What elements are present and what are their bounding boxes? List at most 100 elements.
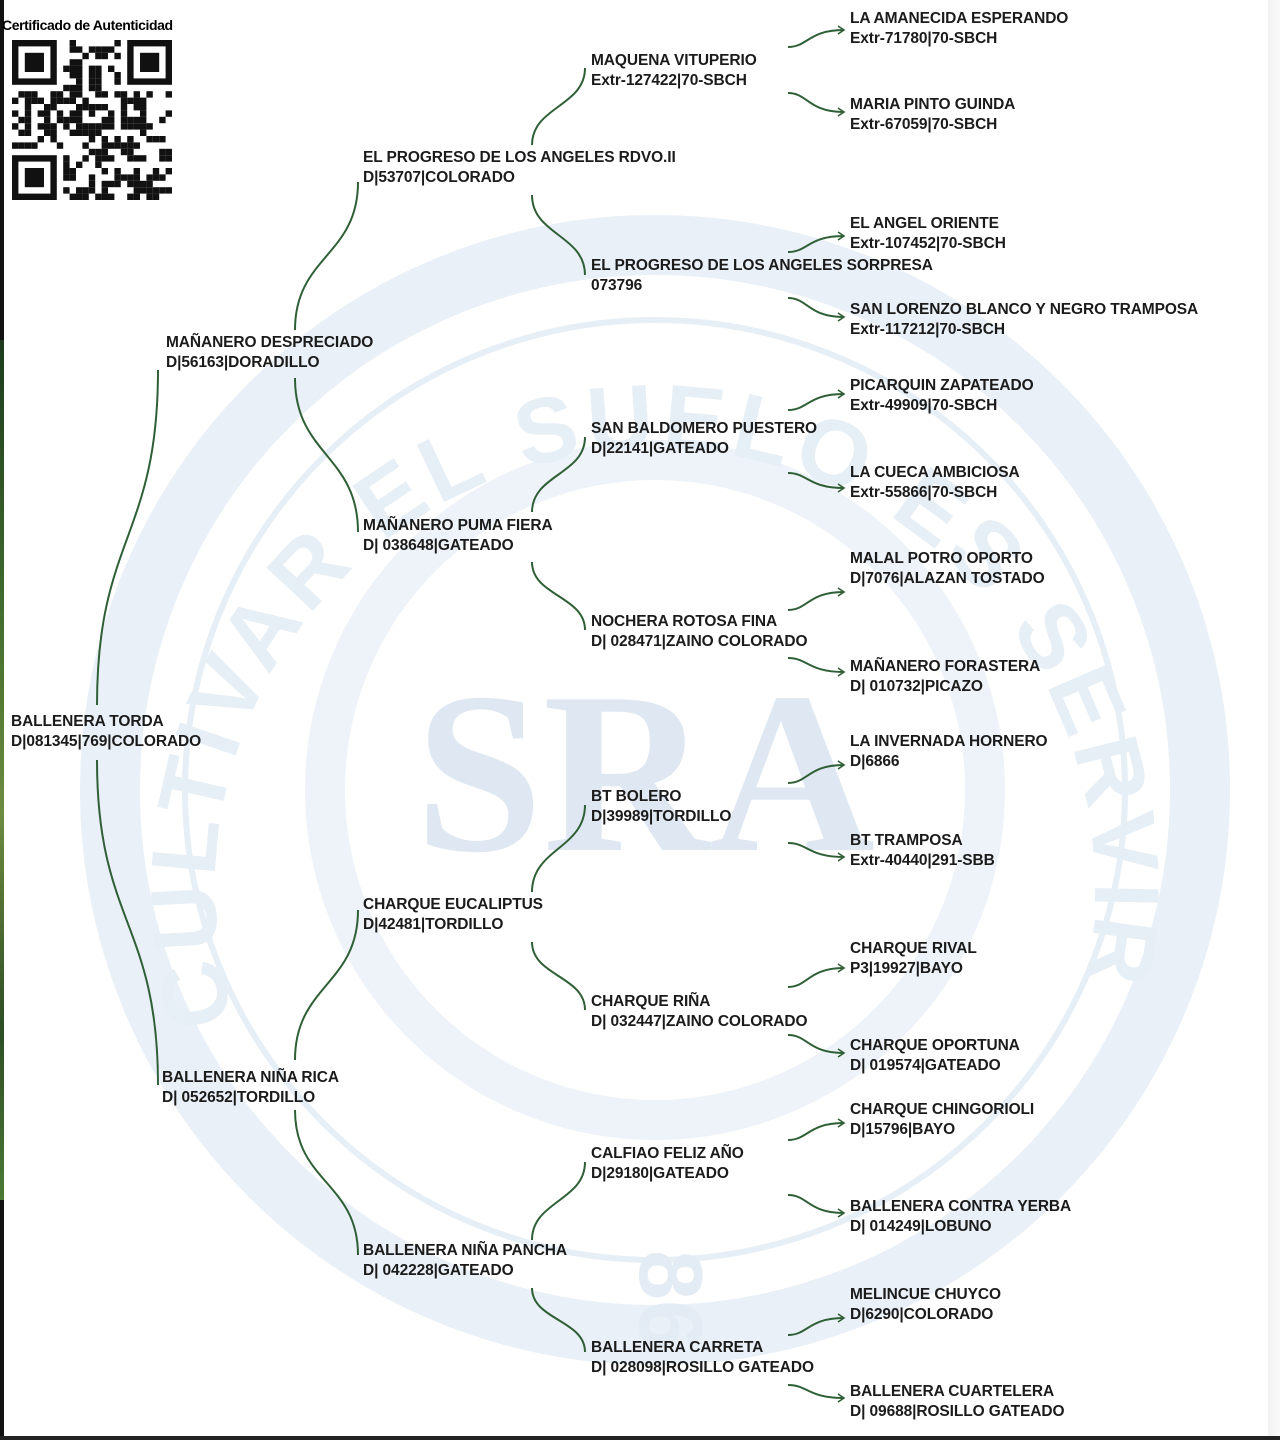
connector-gen4-gen5-arrow bbox=[837, 1313, 846, 1323]
horse-registration: D|7076|ALAZAN TOSTADO bbox=[850, 570, 1045, 587]
pedigree-node-gen5: MAÑANERO FORASTERA D| 010732|PICAZO bbox=[850, 657, 1040, 697]
horse-name: SAN BALDOMERO PUESTERO bbox=[591, 420, 818, 437]
horse-name: CHARQUE RIÑA bbox=[591, 993, 711, 1010]
connector-gen4-gen5-arrow bbox=[837, 25, 846, 35]
horse-registration: D|22141|GATEADO bbox=[591, 440, 729, 457]
connector-gen4-gen5 bbox=[787, 842, 845, 858]
horse-registration: D| 052652|TORDILLO bbox=[162, 1089, 316, 1106]
horse-name: LA AMANECIDA ESPERANDO bbox=[850, 10, 1069, 27]
horse-registration: D| 019574|GATEADO bbox=[850, 1057, 1001, 1074]
horse-name: BT TRAMPOSA bbox=[850, 832, 963, 849]
connector-gen3-gen4 bbox=[531, 67, 586, 146]
connector-gen4-gen5-arrow bbox=[837, 107, 846, 117]
horse-name: EL PROGRESO DE LOS ANGELES SORPRESA bbox=[591, 257, 933, 274]
horse-name: EL PROGRESO DE LOS ANGELES RDVO.II bbox=[363, 149, 676, 166]
horse-name: CHARQUE RIVAL bbox=[850, 940, 977, 957]
certificate-title: Certificado de Autenticidad bbox=[2, 17, 173, 33]
pedigree-node-gen5: MALAL POTRO OPORTO D|7076|ALAZAN TOSTADO bbox=[850, 549, 1045, 589]
watermark-letters: SRA bbox=[415, 645, 875, 900]
connector-gen4-gen5 bbox=[787, 29, 845, 48]
connector-gen4-gen5-arrow bbox=[837, 760, 846, 770]
horse-registration: Extr-117212|70-SBCH bbox=[850, 321, 1005, 338]
horse-registration: Extr-127422|70-SBCH bbox=[591, 72, 747, 89]
horse-name: MAÑANERO FORASTERA bbox=[850, 658, 1041, 675]
pedigree-node-sire: MAÑANERO DESPRECIADO D|56163|DORADILLO bbox=[166, 333, 373, 373]
horse-registration: D|6290|COLORADO bbox=[850, 1306, 994, 1323]
connector-gen4-gen5-arrow bbox=[837, 587, 846, 597]
horse-name: CHARQUE CHINGORIOLI bbox=[850, 1101, 1035, 1118]
connector-gen4-gen5 bbox=[787, 764, 845, 784]
horse-registration: D| 028098|ROSILLO GATEADO bbox=[591, 1359, 814, 1376]
horse-name: MAÑANERO PUMA FIERA bbox=[363, 517, 553, 534]
horse-name: NOCHERA ROTOSA FINA bbox=[591, 613, 778, 630]
connector-gen4-gen5 bbox=[787, 1384, 845, 1399]
pedigree-node-gen4: NOCHERA ROTOSA FINA D| 028471|ZAINO COLO… bbox=[591, 612, 808, 652]
horse-registration: D| 032447|ZAINO COLORADO bbox=[591, 1013, 808, 1030]
horse-name: BALLENERA TORDA bbox=[11, 713, 164, 730]
horse-registration: D| 042228|GATEADO bbox=[363, 1262, 514, 1279]
connector-gen4-gen5 bbox=[787, 393, 845, 411]
horse-registration: D|15796|BAYO bbox=[850, 1121, 956, 1138]
horse-name: BALLENERA CUARTELERA bbox=[850, 1383, 1055, 1400]
watermark-year: 86 bbox=[620, 1250, 720, 1350]
pedigree-node-gen5: MELINCUE CHUYCO D|6290|COLORADO bbox=[850, 1285, 1001, 1325]
connector-gen4-gen5-arrow bbox=[837, 312, 846, 322]
connector-gen4-gen5 bbox=[787, 967, 845, 988]
connector-gen4-gen5 bbox=[787, 1034, 845, 1054]
pedigree-node-gen5: BALLENERA CONTRA YERBA D| 014249|LOBUNO bbox=[850, 1197, 1071, 1237]
pedigree-node-gen5: LA AMANECIDA ESPERANDO Extr-71780|70-SBC… bbox=[850, 9, 1068, 49]
connector-gen4-gen5-arrow bbox=[837, 389, 846, 399]
background-photo-strip bbox=[0, 340, 4, 1200]
connector-dam-gen3 bbox=[294, 1109, 359, 1256]
pedigree-node-gen5: EL ANGEL ORIENTE Extr-107452|70-SBCH bbox=[850, 214, 1006, 254]
horse-registration: D|53707|COLORADO bbox=[363, 169, 515, 186]
horse-name: SAN LORENZO BLANCO Y NEGRO TRAMPOSA bbox=[850, 301, 1199, 318]
connector-gen4-gen5 bbox=[787, 1122, 845, 1141]
horse-name: BALLENERA CONTRA YERBA bbox=[850, 1198, 1072, 1215]
pedigree-node-gen4: CALFIAO FELIZ AÑO D|29180|GATEADO bbox=[591, 1144, 744, 1184]
horse-name: CALFIAO FELIZ AÑO bbox=[591, 1145, 744, 1162]
horse-registration: D|56163|DORADILLO bbox=[166, 354, 320, 371]
horse-registration: Extr-49909|70-SBCH bbox=[850, 397, 998, 414]
pedigree-node-gen5: LA INVERNADA HORNERO D|6866 bbox=[850, 732, 1048, 772]
horse-registration: D|29180|GATEADO bbox=[591, 1165, 729, 1182]
pedigree-node-gen5: BT TRAMPOSA Extr-40440|291-SBB bbox=[850, 831, 995, 871]
pedigree-node-gen5: CHARQUE CHINGORIOLI D|15796|BAYO bbox=[850, 1100, 1034, 1140]
horse-name: BALLENERA NIÑA PANCHA bbox=[363, 1242, 567, 1259]
horse-name: CHARQUE OPORTUNA bbox=[850, 1037, 1020, 1054]
window-bottom-edge bbox=[0, 1436, 1280, 1440]
pedigree-node-gen3: CHARQUE EUCALIPTUS D|42481|TORDILLO bbox=[363, 895, 543, 935]
horse-registration: D| 038648|GATEADO bbox=[363, 537, 514, 554]
connector-gen4-gen5-arrow bbox=[837, 667, 846, 677]
pedigree-node-gen4: SAN BALDOMERO PUESTERO D|22141|GATEADO bbox=[591, 419, 817, 459]
horse-name: PICARQUIN ZAPATEADO bbox=[850, 377, 1034, 394]
horse-name: BALLENERA CARRETA bbox=[591, 1339, 764, 1356]
pedigree-node-gen4: CHARQUE RIÑA D| 032447|ZAINO COLORADO bbox=[591, 992, 808, 1032]
horse-registration: D|6866 bbox=[850, 753, 900, 770]
horse-name: MAQUENA VITUPERIO bbox=[591, 52, 757, 69]
connector-gen4-gen5 bbox=[787, 591, 845, 611]
horse-name: MALAL POTRO OPORTO bbox=[850, 550, 1033, 567]
connector-gen4-gen5-arrow bbox=[837, 963, 846, 973]
horse-registration: Extr-71780|70-SBCH bbox=[850, 30, 998, 47]
connector-sire-gen3 bbox=[294, 181, 359, 331]
horse-registration: D| 09688|ROSILLO GATEADO bbox=[850, 1403, 1065, 1420]
horse-registration: D| 028471|ZAINO COLORADO bbox=[591, 633, 808, 650]
qr-code-icon[interactable] bbox=[12, 39, 172, 201]
horse-registration: Extr-107452|70-SBCH bbox=[850, 235, 1006, 252]
connector-gen4-gen5-arrow bbox=[837, 1048, 846, 1058]
horse-registration: D| 010732|PICAZO bbox=[850, 678, 983, 695]
connector-gen3-gen4 bbox=[531, 1161, 586, 1241]
pedigree-node-gen5: BALLENERA CUARTELERA D| 09688|ROSILLO GA… bbox=[850, 1382, 1065, 1422]
connector-gen4-gen5-arrow bbox=[837, 1393, 846, 1403]
connector-gen4-gen5 bbox=[787, 1317, 845, 1336]
horse-registration: D|42481|TORDILLO bbox=[363, 916, 504, 933]
connector-gen4-gen5 bbox=[787, 235, 845, 253]
connector-gen4-gen5 bbox=[787, 1194, 845, 1214]
connector-gen3-gen4 bbox=[531, 1287, 586, 1353]
connector-subject-dam bbox=[96, 759, 159, 1086]
pedigree-node-gen5: MARIA PINTO GUINDA Extr-67059|70-SBCH bbox=[850, 95, 1015, 135]
horse-name: MELINCUE CHUYCO bbox=[850, 1286, 1001, 1303]
connector-gen4-gen5 bbox=[787, 472, 845, 489]
connector-gen4-gen5-arrow bbox=[837, 1208, 846, 1218]
